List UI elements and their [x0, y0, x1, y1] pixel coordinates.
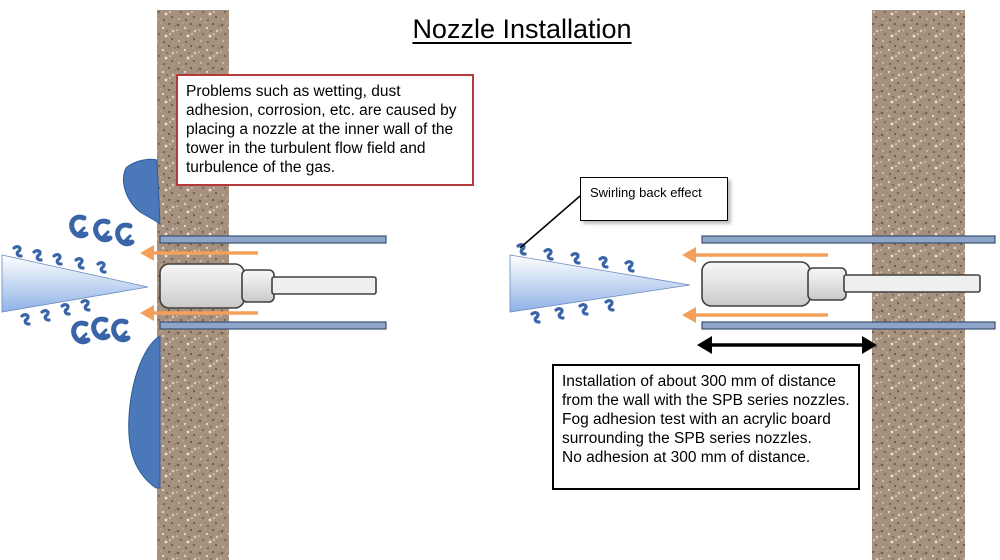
swirling-back-callout: Swirling back effect: [580, 177, 728, 221]
pipe-top-right: [701, 235, 996, 244]
installation-note-line: Fog adhesion test with an acrylic board …: [562, 411, 831, 447]
orange-arrow-bottom-right: [682, 307, 828, 323]
installation-note-box: Installation of about 300 mm of distance…: [552, 364, 860, 490]
callout-leader-line: [519, 195, 581, 249]
orange-arrow-top-left: [140, 245, 258, 261]
problem-note-text: Problems such as wetting, dust adhesion,…: [186, 83, 457, 176]
deposit-lower: [128, 335, 161, 489]
pipe-bottom-right: [701, 321, 996, 330]
nozzle-right: [701, 261, 981, 307]
spray-cone-left: [1, 254, 149, 313]
pipe-bottom-left: [159, 321, 387, 330]
right-configuration: [509, 195, 996, 354]
pipe-top-left: [159, 235, 387, 244]
callout-label: Swirling back effect: [590, 185, 702, 200]
nozzle-left: [159, 263, 377, 309]
installation-note-line: Installation of about 300 mm of distance…: [562, 373, 850, 409]
orange-arrow-top-right: [682, 247, 828, 263]
distance-arrow: [697, 336, 877, 354]
page-title: Nozzle Installation: [412, 14, 632, 44]
installation-note-line: No adhesion at 300 mm of distance.: [562, 449, 811, 466]
deposit-upper: [123, 158, 161, 226]
orange-arrow-bottom-left: [140, 305, 258, 321]
problem-note-box: Problems such as wetting, dust adhesion,…: [176, 74, 474, 186]
left-configuration: [1, 217, 387, 342]
spray-cone-right: [509, 254, 691, 313]
